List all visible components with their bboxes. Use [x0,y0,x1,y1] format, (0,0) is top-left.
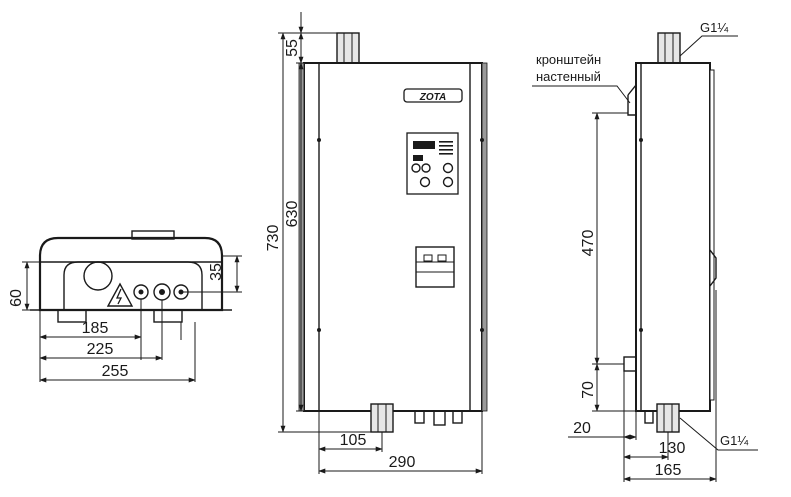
top-thread-label: G1¼ [700,20,728,35]
circuit-breaker [415,246,455,288]
dim-185: 185 [82,320,109,337]
front-logo: ZOTA [419,92,446,103]
bracket-label-line1: кронштейн [536,52,601,67]
side-top-bracket [627,84,637,116]
front-bottom-pipe [370,403,394,433]
front-view: ZOTA [265,12,488,474]
side-handle [709,249,717,287]
bottom-view-cover [131,230,175,240]
side-body [635,62,711,412]
bottom-thread-label: G1¼ [720,433,748,448]
dim-470: 470 [580,230,597,257]
dim-290: 290 [389,454,416,471]
dim-70: 70 [580,381,597,399]
front-top-pipe [336,32,360,64]
dim-630: 630 [284,201,301,228]
side-bottom-bracket [623,356,637,372]
side-bottom-pipe [656,403,680,433]
dim-730: 730 [265,225,282,252]
front-bottom-glands [414,410,463,426]
front-logo-plate [403,88,463,103]
dim-165: 165 [655,462,682,479]
dim-35: 35 [208,263,225,281]
dim-225: 225 [87,341,114,358]
cable-glands [133,283,189,301]
dim-55: 55 [284,39,301,57]
bracket-label-line2: настенный [536,69,601,84]
dim-105: 105 [340,432,367,449]
bottom-view: 35 60 185 225 255 [8,230,242,383]
dim-20: 20 [573,420,591,437]
front-body [303,62,483,412]
dim-130: 130 [659,440,686,457]
knob-circle [83,261,113,291]
bottom-view-body [38,236,224,312]
front-rivets [317,138,484,332]
side-view: кронштейн настенный G1¼ G1¼ 470 70 20 13… [532,20,758,482]
dim-60: 60 [8,289,25,307]
dim-255: 255 [102,363,129,380]
side-top-pipe [657,32,681,64]
warning-triangle-icon [106,282,134,307]
bottom-pipe-right [153,309,183,323]
control-panel [406,132,459,195]
